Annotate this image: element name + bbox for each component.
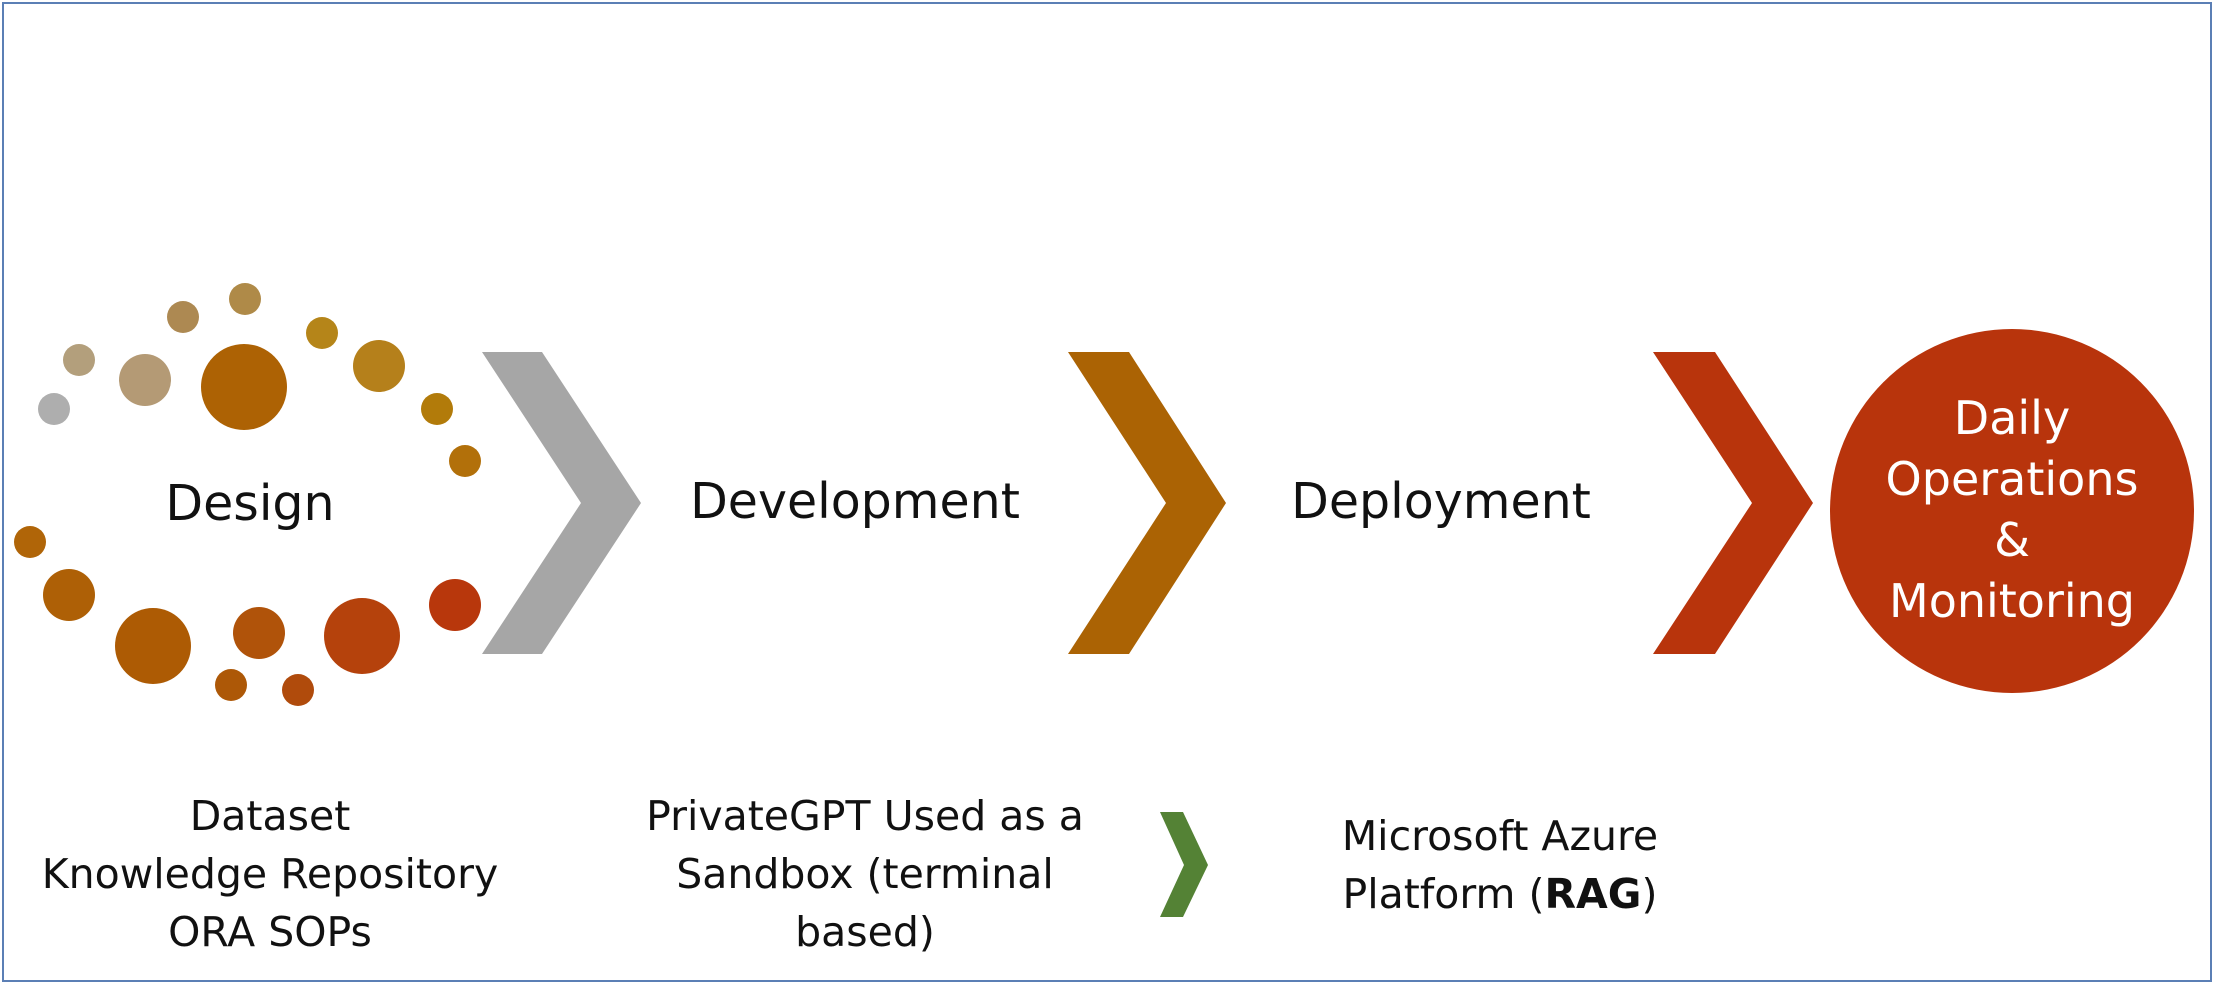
final-line-2: Operations	[1885, 452, 2139, 506]
final-line-1: Daily	[1953, 391, 2071, 445]
deployment-desc-line-2: Platform (RAG)	[1290, 865, 1710, 923]
design-description: Dataset Knowledge Repository ORA SOPs	[20, 787, 520, 961]
deployment-description: Microsoft Azure Platform (RAG)	[1290, 807, 1710, 923]
development-desc-line-2: Sandbox (terminal	[676, 850, 1054, 898]
deployment-desc-prefix: Platform (	[1342, 870, 1545, 918]
design-desc-line-1: Dataset	[189, 792, 351, 840]
stage-final: Daily Operations & Monitoring	[1860, 388, 2164, 632]
design-dot-ring-icon	[14, 283, 481, 706]
deployment-desc-bold: RAG	[1544, 870, 1642, 918]
chevron-right-icon-orange	[1068, 352, 1226, 654]
development-description: PrivateGPT Used as a Sandbox (terminal b…	[615, 787, 1115, 961]
final-line-3: &	[1994, 513, 2030, 567]
final-stage-circle	[1830, 329, 2194, 693]
stage-development: Development	[690, 473, 1020, 530]
chevron-right-icon-red	[1653, 352, 1813, 654]
stage-deployment: Deployment	[1291, 473, 1591, 530]
chevron-right-icon-green	[1160, 812, 1208, 917]
development-desc-line-3: based)	[795, 908, 935, 956]
deployment-desc-suffix: )	[1641, 870, 1658, 918]
development-desc-line-1: PrivateGPT Used as a	[646, 792, 1084, 840]
design-desc-line-3: ORA SOPs	[168, 908, 372, 956]
chevron-right-icon-gray	[482, 352, 641, 654]
deployment-desc-line-1: Microsoft Azure	[1341, 812, 1659, 860]
final-line-4: Monitoring	[1889, 574, 2135, 628]
stage-design: Design	[165, 475, 335, 532]
design-desc-line-2: Knowledge Repository	[41, 850, 499, 898]
